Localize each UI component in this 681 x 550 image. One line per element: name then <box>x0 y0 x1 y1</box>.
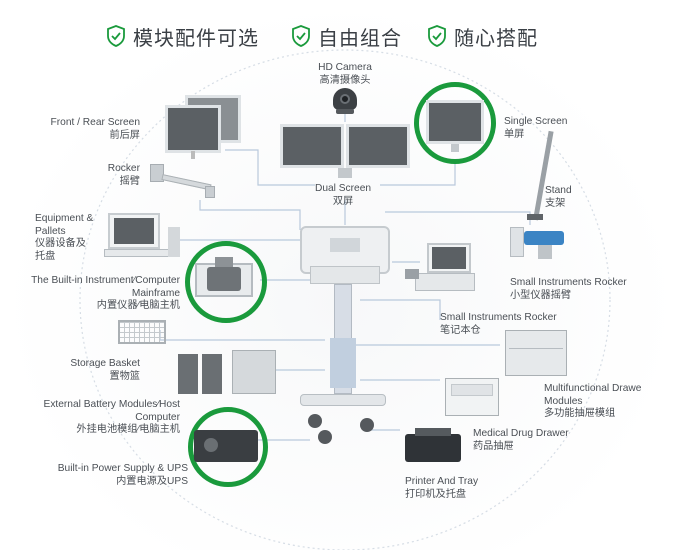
label-equipment-pallets: Equipment & Pallets 仪器设备及 托盘 <box>35 213 94 262</box>
header-item-3: 随心搭配 <box>426 22 538 50</box>
printer-image <box>405 428 463 464</box>
label-notebook-rocker: Small Instruments Rocker 笔记本仓 <box>440 312 557 336</box>
builtin-instrument-image <box>195 257 255 302</box>
header-text: 模块配件可选 <box>133 27 259 50</box>
shield-check-icon <box>107 25 125 47</box>
shield-check-icon <box>292 25 310 47</box>
medical-drawer-image <box>445 378 500 418</box>
notebook-bin-image <box>405 243 475 301</box>
hd-camera-image <box>333 88 357 114</box>
medical-cart-image <box>290 218 410 453</box>
shield-check-icon <box>428 25 446 47</box>
label-power-supply: Built-in Power Supply & UPS 内置电源及UPS <box>57 463 188 487</box>
single-screen-image <box>426 100 484 152</box>
stand-image <box>523 130 554 225</box>
highlight-ring <box>185 241 267 323</box>
label-external-battery: External Battery Modules⁄Host Computer 外… <box>43 399 180 435</box>
highlight-ring <box>188 407 268 487</box>
label-single-screen: Single Screen 单屏 <box>504 116 568 140</box>
highlight-ring <box>414 82 496 164</box>
storage-basket-image <box>118 320 168 346</box>
header-text: 随心搭配 <box>454 27 538 50</box>
label-small-instruments-rocker: Small Instruments Rocker 小型仪器摇臂 <box>510 277 627 301</box>
header-text: 自由组合 <box>318 27 402 50</box>
label-printer-tray: Printer And Tray 打印机及托盘 <box>405 476 479 500</box>
label-rocker: Rocker 摇臂 <box>107 163 140 187</box>
header-item-2: 自由组合 <box>290 22 402 50</box>
header-item-1: 模块配件可选 <box>105 22 259 50</box>
small-instruments-rocker-image <box>510 225 570 270</box>
rocker-arm-image <box>150 164 220 200</box>
label-front-rear-screen: Front / Rear Screen 前后屏 <box>50 117 140 141</box>
battery-modules-image <box>178 350 278 398</box>
label-storage-basket: Storage Basket 置物篮 <box>70 358 140 382</box>
label-builtin-instrument: The Built-in Instrument⁄Computer Mainfra… <box>31 275 180 311</box>
label-dual-screen: Dual Screen 双屏 <box>314 183 372 207</box>
label-multifunctional-drawer: Multifunctional Drawe Modules 多功能抽屉模组 <box>544 383 642 419</box>
label-medical-drug-drawer: Medical Drug Drawer 药品抽屉 <box>473 428 569 452</box>
dual-screen-image <box>280 122 412 182</box>
power-supply-image <box>194 428 260 466</box>
label-hd-camera: HD Camera 高清摄像头 <box>318 62 372 86</box>
multifunctional-drawer-image <box>505 330 569 380</box>
label-stand: Stand 支架 <box>545 185 572 209</box>
front-rear-screen-image <box>165 95 245 160</box>
equipment-pallet-image <box>104 213 183 263</box>
